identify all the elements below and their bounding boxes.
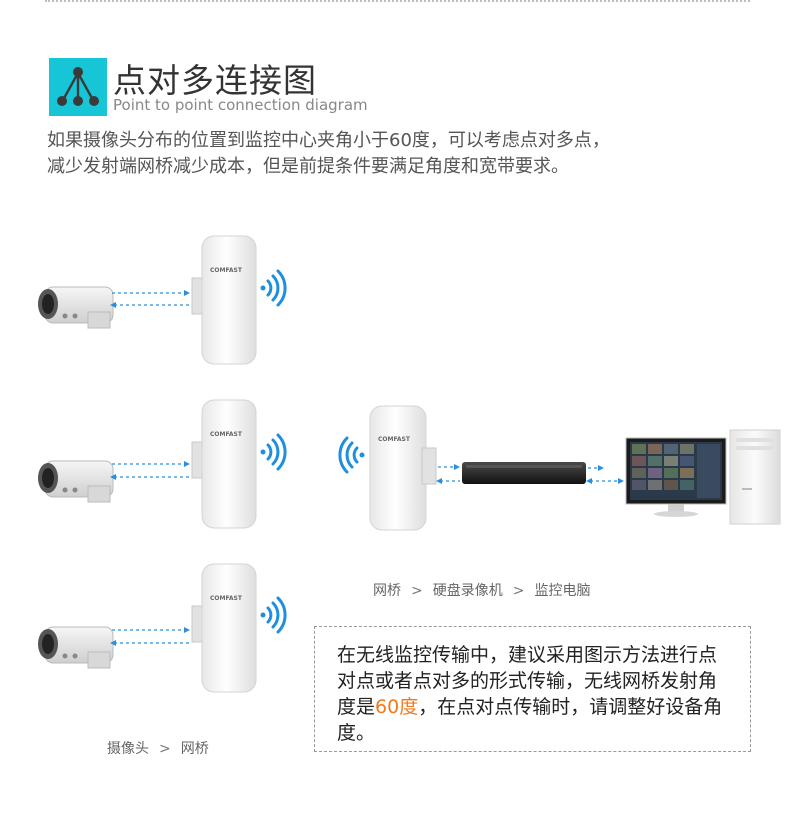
signal-icon-1 [260,269,287,307]
camera-2 [38,460,114,503]
caption-camera: 摄像头 [107,741,149,757]
note-text-part1: 在无线监控传输中，建议采用图示方法进行点对点或者点对多的形式传输，无线网桥发射角… [337,644,718,718]
bridge-1-brand: COMFAST [210,267,243,274]
bridge-3-brand: COMFAST [210,595,243,602]
top-dotted-divider [45,0,750,2]
network-topology-icon [49,58,107,116]
link-arrows-receiver-nvr [436,464,460,484]
pc-tower [729,429,781,525]
bridge-3: COMFAST [191,563,257,693]
monitor [625,437,727,517]
caption-nvr: 硬盘录像机 [432,583,503,599]
caption-separator: > [512,583,525,599]
page-title: 点对多连接图 [113,61,317,100]
note-box: 在无线监控传输中，建议采用图示方法进行点对点或者点对多的形式传输，无线网桥发射角… [314,626,751,752]
camera-3 [38,626,114,669]
camera-1 [38,286,114,329]
signal-icon-3 [260,596,287,634]
signal-icon-receiver [338,436,365,474]
page-subtitle: Point to point connection diagram [113,96,368,114]
bridge-2: COMFAST [191,399,257,529]
caption-receiver-chain: 网桥 > 硬盘录像机 > 监控电脑 [373,580,590,600]
intro-line-1: 如果摄像头分布的位置到监控中心夹角小于60度，可以考虑点对多点， [47,130,610,151]
caption-bridge: 网桥 [373,583,401,599]
bridge-receiver: COMFAST [369,405,437,531]
link-arrows-1 [110,290,190,308]
caption-separator: > [159,741,171,757]
note-text-part2: ，在点对点传输时，请调整好设备角度。 [337,696,723,744]
caption-bridge: 网桥 [180,741,209,757]
signal-icon-2 [260,433,287,471]
caption-monitor-pc: 监控电脑 [534,583,591,599]
intro-line-2: 减少发射端网桥减少成本，但是前提条件要满足角度和宽带要求。 [47,156,569,177]
link-arrows-nvr-pc [586,465,624,484]
note-highlight: 60度 [375,696,419,718]
caption-separator: > [411,583,423,599]
caption-sender-chain: 摄像头 > 网桥 [107,738,209,758]
intro-paragraph: 如果摄像头分布的位置到监控中心夹角小于60度，可以考虑点对多点， 减少发射端网桥… [47,128,747,180]
link-arrows-3 [110,627,190,646]
link-arrows-2 [110,461,190,480]
bridge-receiver-brand: COMFAST [378,436,411,443]
nvr-recorder [462,462,586,484]
bridge-2-brand: COMFAST [210,431,243,438]
bridge-1: COMFAST [191,235,257,365]
